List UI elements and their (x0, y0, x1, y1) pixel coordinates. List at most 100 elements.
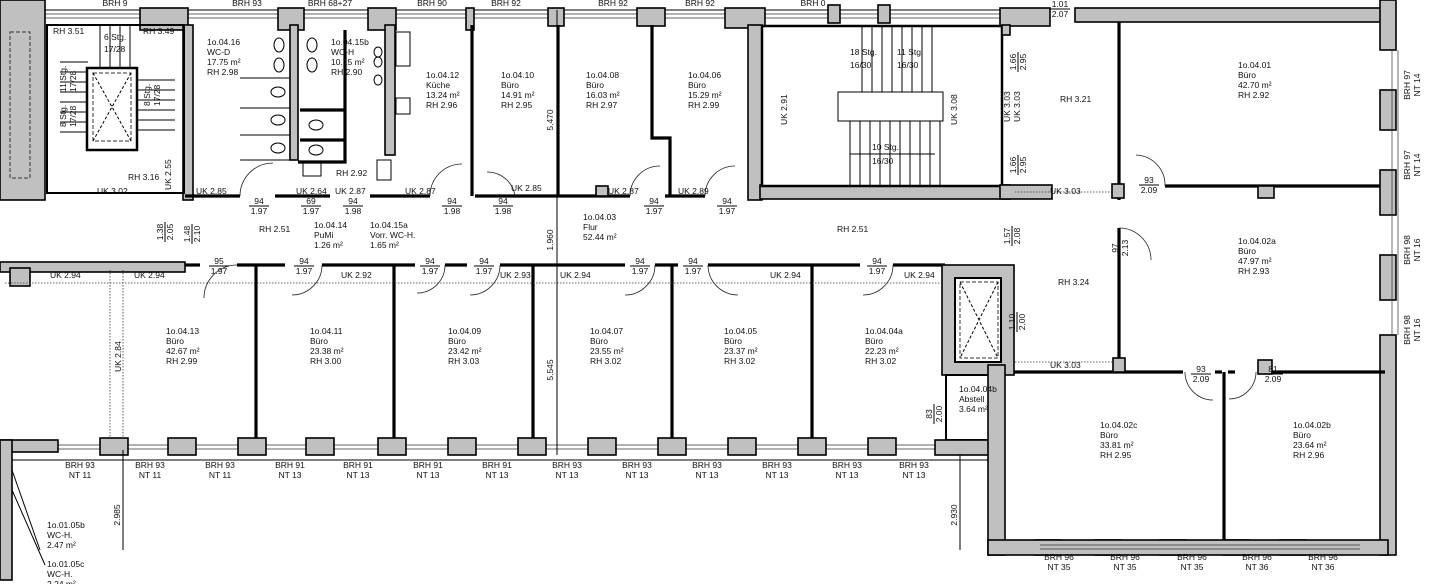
window-niche-depth: NT 14 (1412, 73, 1422, 96)
stair-label: 17/28 (152, 84, 162, 106)
door-width: 94 (299, 256, 309, 266)
window-sill-height: BRH 97 (1402, 150, 1412, 180)
door-height: 1.97 (646, 206, 663, 216)
room-area: 23.38 m² (310, 346, 344, 356)
door-dimension: 812.09 (1263, 364, 1283, 384)
window-sill-height: BRH 96 (1044, 552, 1074, 562)
room-use: Büro (688, 80, 706, 90)
dimension-label: 5.470 (545, 109, 555, 131)
window-niche-depth: NT 36 (1246, 562, 1269, 572)
window-niche-depth: NT 16 (1412, 238, 1422, 261)
window-sill-height: BRH 93 (899, 460, 929, 470)
room-area: 23.37 m² (724, 346, 758, 356)
room-number: 1o.04.10 (501, 70, 534, 80)
window-niche-depth: NT 11 (139, 470, 162, 480)
door-height: 1.97 (251, 206, 268, 216)
door-height: 2.09 (1193, 374, 1210, 384)
ceiling-height-label: UK 2.55 (163, 159, 173, 190)
room-number: 1o.01.05c (47, 559, 85, 569)
room-height: RH 2.92 (1238, 90, 1269, 100)
room-use: Büro (590, 336, 608, 346)
door-height: 2.95 (1018, 156, 1028, 173)
room-number: 1o.04.02b (1293, 420, 1331, 430)
room-number: 1o.04.14 (314, 220, 347, 230)
window-label-north: BRH 92 (685, 0, 715, 8)
room-area: 16.03 m² (586, 90, 620, 100)
door-width: 1.57 (1002, 227, 1012, 244)
room-height: RH 2.97 (586, 100, 617, 110)
ceiling-height-label: UK 3.03 (1050, 360, 1081, 370)
dimension-label: 2.985 (112, 504, 122, 526)
door-height: 1.97 (476, 266, 493, 276)
room-height: RH 3.02 (590, 356, 621, 366)
room-height-label: RH 3.21 (1060, 94, 1091, 104)
window-sill-height: BRH 93 (692, 460, 722, 470)
window-sill-height: BRH 91 (343, 460, 373, 470)
door-height: 1.97 (719, 206, 736, 216)
window-sill-height: BRH 97 (1402, 70, 1412, 100)
door-dimension: 932.09 (1191, 364, 1211, 384)
window-niche-depth: NT 13 (417, 470, 440, 480)
room-area: 23.42 m² (448, 346, 482, 356)
door-width: 83 (924, 409, 934, 419)
room-use: Büro (1100, 430, 1118, 440)
window-pier (587, 437, 617, 456)
door-dimension: 691.97 (301, 196, 321, 216)
room-height: RH 3.02 (865, 356, 896, 366)
ceiling-height-label: UK 2.85 (196, 186, 227, 196)
room-use: Flur (583, 222, 598, 232)
window-niche-depth: NT 13 (696, 470, 719, 480)
door-width: 69 (306, 196, 316, 206)
window-pier (797, 437, 827, 456)
window-pier (305, 437, 335, 456)
stair-label: 8 Stg. (142, 84, 152, 106)
room-use: WC-D (207, 47, 230, 57)
room-use: Küche (426, 80, 450, 90)
door-height: 2.09 (1265, 374, 1282, 384)
room-height: RH 3.02 (724, 356, 755, 366)
door-width: 1.10 (1007, 313, 1017, 330)
room-height: RH 2.96 (1293, 450, 1324, 460)
ceiling-height-label: UK 2.94 (904, 270, 935, 280)
door-height: 1.97 (303, 206, 320, 216)
door-height: 2.00 (1017, 313, 1027, 330)
room-height-label: RH 3.16 (128, 172, 159, 182)
room-number: 1o.04.04b (959, 384, 997, 394)
door-width: 93 (1144, 175, 1154, 185)
room-height: RH 2.95 (501, 100, 532, 110)
room-height-label: RH 2.51 (259, 224, 290, 234)
ceiling-height-label: UK 2.94 (560, 270, 591, 280)
door-height: 1.97 (869, 266, 886, 276)
door-height: 2.10 (192, 225, 202, 242)
window-niche-depth: NT 11 (69, 470, 92, 480)
window-label-north: BRH 68+27 (308, 0, 352, 8)
room-number: 1o.04.16 (207, 37, 240, 47)
door-width: 94 (688, 256, 698, 266)
door-width: 1.66 (1008, 156, 1018, 173)
door-dimension: 1.012.07 (1050, 0, 1070, 19)
window-niche-depth: NT 35 (1114, 562, 1137, 572)
door-width: 94 (872, 256, 882, 266)
door-height: 2.95 (1018, 53, 1028, 70)
stair-label: 17/28 (68, 70, 78, 92)
stair-label: 18 Stg. (850, 47, 877, 57)
room-area: 23.55 m² (590, 346, 624, 356)
window-sill-height: BRH 93 (552, 460, 582, 470)
stair-label: 10 Stg. (872, 142, 899, 152)
window-label-north: BRH 9 (102, 0, 127, 8)
room-area: 3.64 m² (959, 404, 988, 414)
window-sill-height: BRH 96 (1110, 552, 1140, 562)
door-dimension: 932.09 (1139, 175, 1159, 195)
room-use: Büro (1238, 246, 1256, 256)
window-sill-height: BRH 96 (1308, 552, 1338, 562)
dimension-label: 2.930 (949, 504, 959, 526)
room-height: RH 2.99 (688, 100, 719, 110)
door-height: 2.09 (1141, 185, 1158, 195)
door-height: 2.05 (165, 223, 175, 240)
door-dimension: 941.97 (294, 256, 314, 276)
